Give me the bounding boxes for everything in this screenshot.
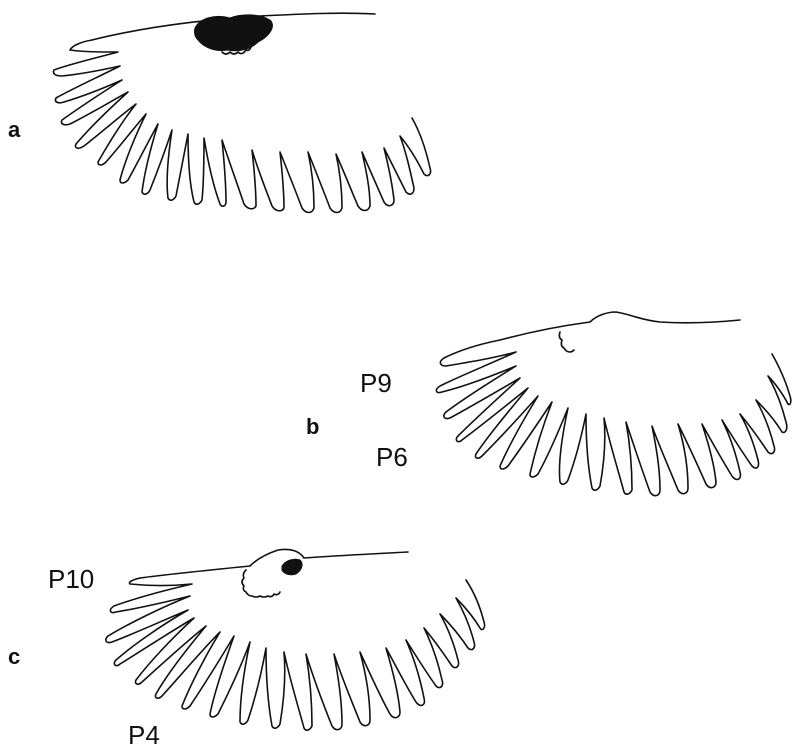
panel-b-label: b — [306, 414, 319, 439]
wing-c-leading-edge — [140, 549, 408, 578]
panel-a-label: a — [8, 117, 21, 142]
wing-a-feathers — [53, 40, 430, 213]
feather-label-p9: P9 — [360, 368, 392, 398]
wing-b — [436, 312, 790, 496]
wing-a — [53, 13, 430, 212]
wing-c — [106, 549, 485, 730]
feather-label-p10: P10 — [48, 564, 94, 594]
wing-b-leading-edge — [500, 312, 740, 340]
wing-a-dark-patch — [194, 15, 272, 51]
panel-a: a — [8, 13, 431, 212]
feather-label-p4: P4 — [128, 720, 160, 750]
wing-c-covert-mark — [242, 570, 280, 597]
panel-c-label: c — [8, 644, 20, 669]
panel-c: c P10 P4 — [8, 549, 485, 750]
panel-b: b P9 P6 — [306, 312, 791, 496]
wing-b-feathers — [436, 340, 790, 496]
wing-b-covert-mark — [559, 332, 574, 352]
wing-c-dark-spot — [282, 559, 302, 575]
feather-label-p6: P6 — [376, 442, 408, 472]
wing-c-feathers — [106, 578, 485, 730]
